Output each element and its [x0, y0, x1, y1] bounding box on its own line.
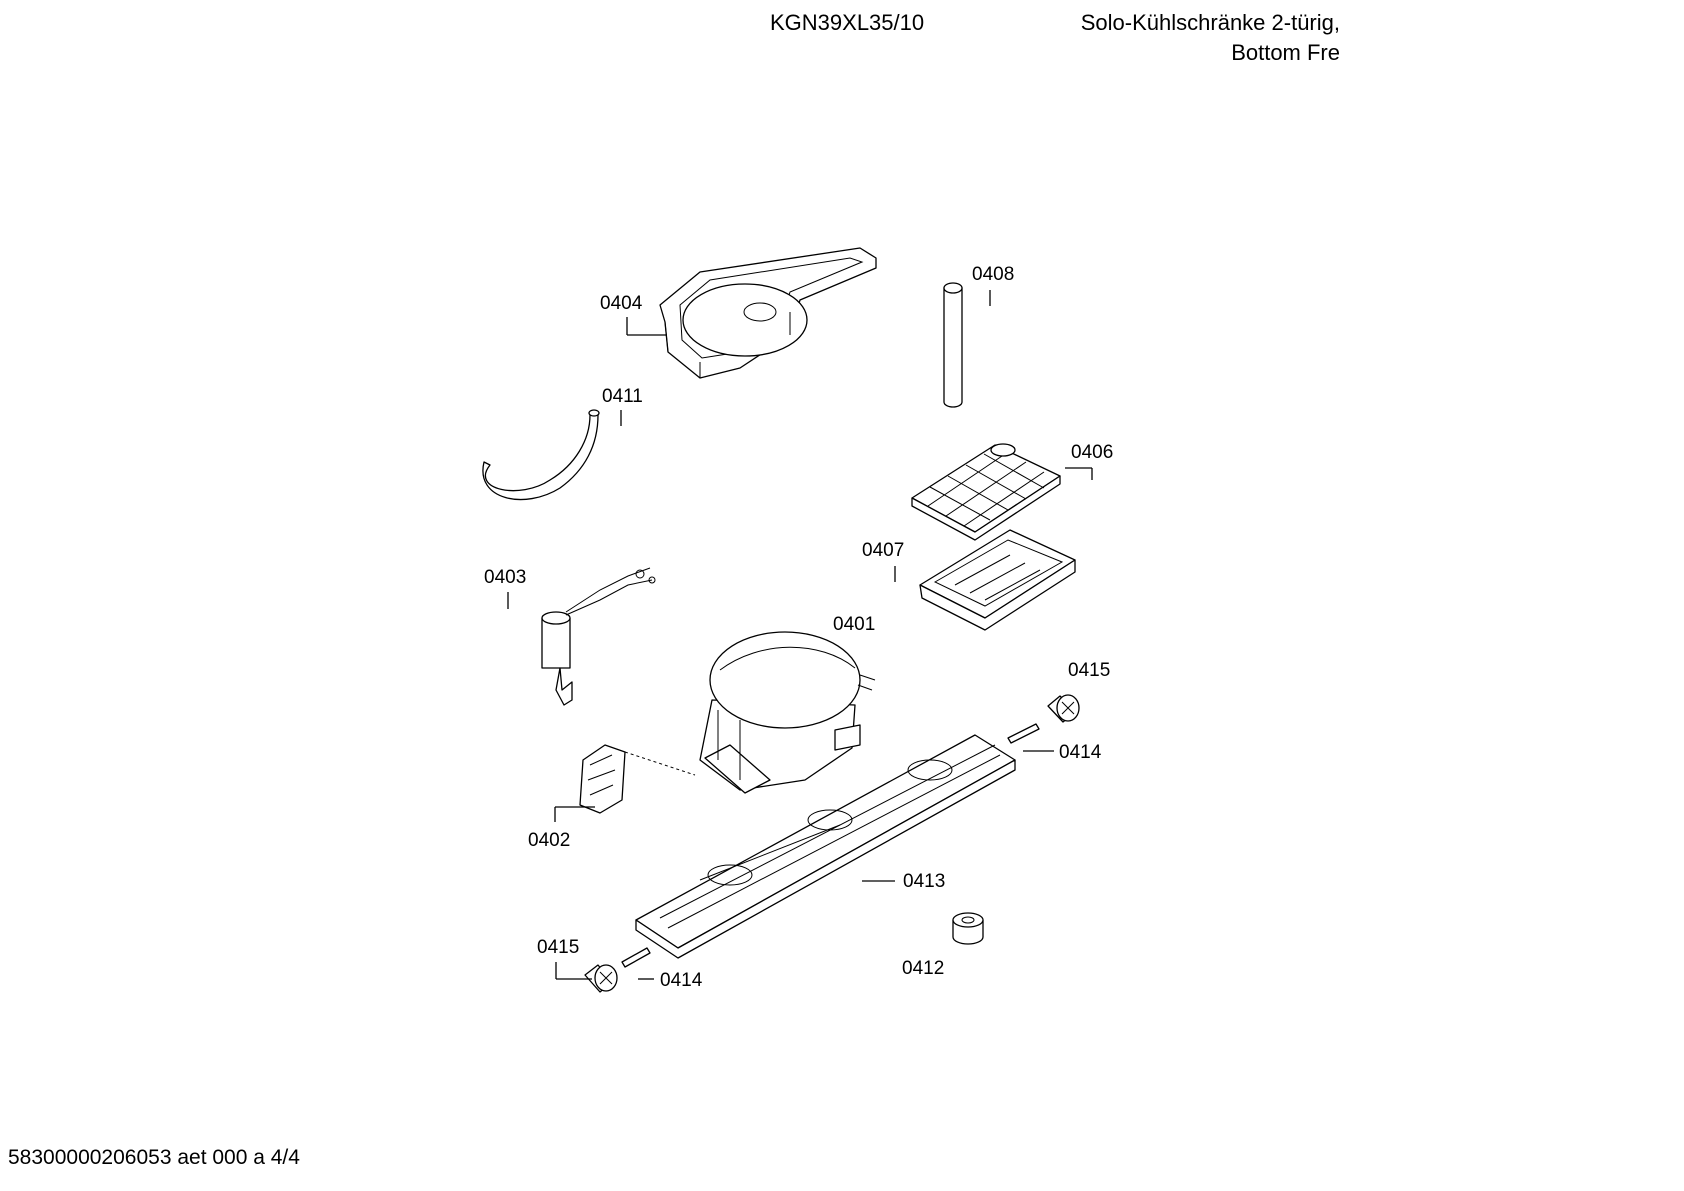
part-0412-grommet[interactable] — [952, 912, 984, 945]
part-0401-compressor[interactable] — [699, 631, 876, 794]
part-label-0412: 0412 — [902, 958, 944, 979]
part-0415-end-cap-right[interactable] — [1047, 694, 1080, 723]
part-0411-hose[interactable] — [482, 409, 600, 501]
part-label-0403: 0403 — [484, 567, 526, 588]
part-0407-tray[interactable] — [919, 529, 1076, 631]
part-0404-drip-tray[interactable] — [659, 247, 877, 379]
part-label-0411: 0411 — [602, 386, 643, 407]
part-0408-tube[interactable] — [943, 282, 963, 408]
model-number: KGN39XL35/10 — [770, 10, 925, 35]
part-0402-relay[interactable] — [579, 744, 626, 814]
part-0403-capacitor[interactable] — [541, 567, 656, 706]
part-label-0404: 0404 — [600, 293, 643, 314]
part-label-0414-right: 0414 — [1059, 742, 1102, 763]
part-0413-base-rail[interactable] — [635, 734, 1016, 959]
part-label-0401: 0401 — [833, 614, 875, 635]
connection-line-0402-0401 — [624, 751, 696, 776]
part-0414-pin-right[interactable] — [1007, 723, 1040, 744]
part-0415-end-cap-left[interactable] — [584, 964, 618, 993]
part-0406-grid-cover[interactable] — [911, 443, 1061, 541]
part-label-0408: 0408 — [972, 264, 1014, 285]
part-label-0402: 0402 — [528, 830, 570, 851]
part-0414-pin-left[interactable] — [621, 947, 651, 968]
appliance-description-line1: Solo-Kühlschränke 2-türig, — [1080, 10, 1340, 35]
part-label-0407: 0407 — [862, 540, 904, 561]
part-label-0406: 0406 — [1071, 442, 1113, 463]
part-label-0415-left: 0415 — [537, 937, 579, 958]
appliance-description-line2: Bottom Fre — [1231, 40, 1340, 63]
part-label-0415-right: 0415 — [1068, 660, 1110, 681]
part-label-0414-left: 0414 — [660, 970, 703, 991]
part-label-0413: 0413 — [903, 871, 945, 892]
document-id: 58300000206053 aet 000 a 4/4 — [8, 1146, 300, 1169]
